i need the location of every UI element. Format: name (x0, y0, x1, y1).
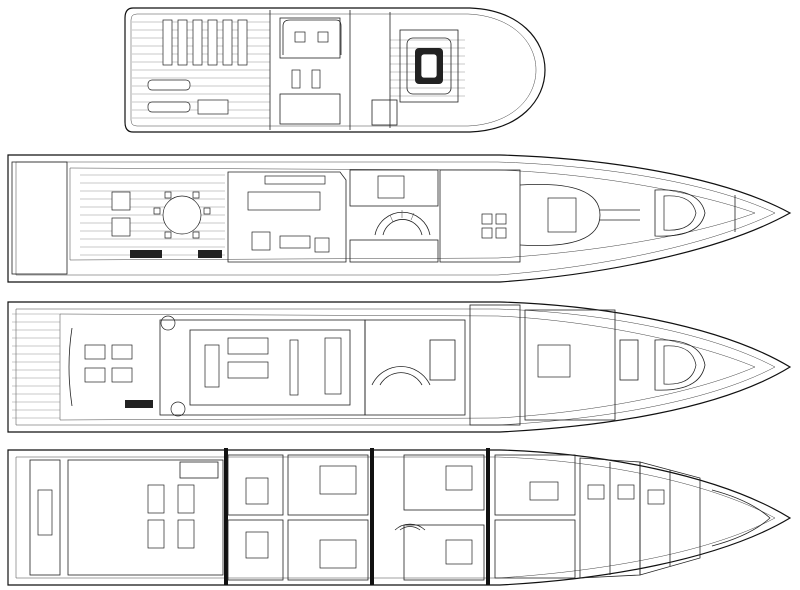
lower-deck-plan (7, 448, 792, 586)
sun-deck-plan (124, 7, 546, 133)
main-deck-plan (7, 301, 792, 433)
bridge-aft-teak (80, 174, 225, 256)
main-aft-teak (12, 313, 60, 419)
bridge-deck-plan (7, 154, 792, 283)
